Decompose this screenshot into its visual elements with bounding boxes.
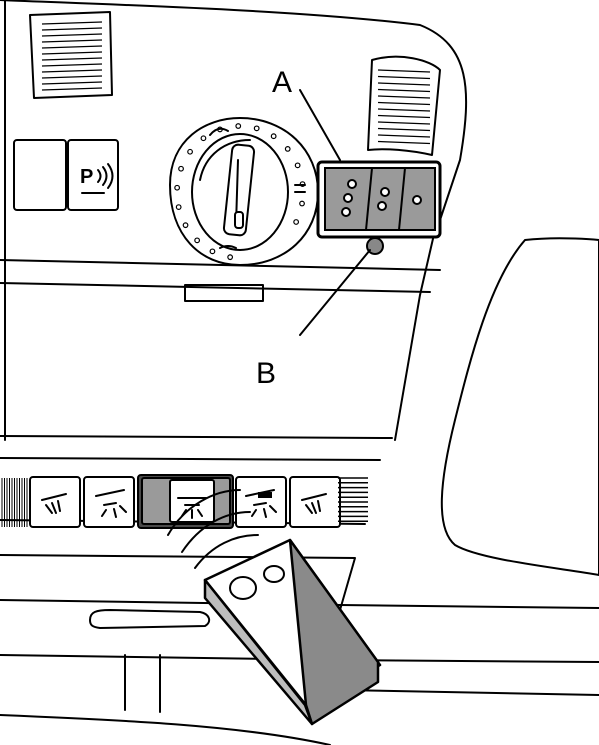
vent-slat — [41, 27, 103, 31]
left-reading-light-button[interactable] — [29, 476, 81, 528]
park-assist-icon — [97, 163, 114, 189]
rear-window — [440, 237, 599, 576]
vent-slat — [377, 121, 431, 125]
knob-position-dot — [253, 125, 260, 132]
park-assist-button[interactable]: P — [67, 139, 119, 211]
garage-button-2[interactable] — [377, 187, 390, 211]
vent-slat — [377, 75, 431, 80]
vent-slat — [41, 45, 103, 49]
signal-waves — [167, 489, 259, 569]
vent-slat — [377, 134, 431, 138]
right-reading-light-button[interactable] — [289, 476, 341, 528]
right-air-vent — [367, 55, 441, 156]
knob-position-dot — [200, 135, 207, 142]
vent-slat — [377, 69, 431, 73]
remote-button-large[interactable] — [229, 576, 257, 600]
garage-opener-panel — [316, 160, 442, 239]
reading-light-icon — [41, 493, 327, 514]
vent-slat — [41, 63, 103, 67]
vent-slat — [41, 21, 103, 25]
left-air-vent — [29, 11, 113, 99]
vent-slat — [41, 33, 103, 37]
vent-slat — [377, 95, 431, 99]
knob-position-dot — [194, 237, 201, 244]
knob-position-dot — [178, 165, 184, 172]
right-courtesy-light-button[interactable] — [235, 476, 287, 528]
knob-position-dot — [174, 184, 181, 191]
blank-switch[interactable] — [13, 139, 67, 211]
knob-position-dot — [293, 219, 300, 225]
vent-slat — [41, 57, 103, 61]
callout-line-b — [299, 249, 371, 336]
callout-label-b: B — [256, 357, 276, 390]
lower-trim-handle — [89, 609, 211, 629]
remote-button-small[interactable] — [263, 565, 285, 583]
vent-slat — [41, 39, 103, 43]
garage-button-1[interactable] — [341, 179, 357, 217]
knob-position-dot — [299, 200, 305, 207]
lower-switch-row — [1, 474, 368, 529]
knob-position-dot — [209, 248, 216, 255]
callout-label-a: A — [272, 66, 292, 99]
knob-position-dot — [235, 123, 242, 129]
callout-line-a — [299, 89, 341, 161]
vent-slat — [377, 114, 431, 119]
knob-position-dot — [284, 146, 291, 152]
vent-slat — [41, 69, 103, 73]
vent-slat — [41, 87, 103, 91]
knob-position-dot — [187, 148, 193, 155]
vent-slat — [377, 108, 431, 112]
vent-slat — [377, 101, 431, 106]
vent-slat — [41, 81, 103, 85]
park-assist-letter: P — [80, 166, 93, 188]
garage-button-3[interactable] — [412, 195, 422, 205]
vent-slat — [377, 127, 431, 132]
light-control-knob[interactable] — [169, 117, 319, 266]
vent-slat — [41, 51, 103, 55]
remote-control-icon[interactable] — [203, 538, 382, 726]
light-symbol-icon — [209, 127, 306, 249]
knob-position-dot — [227, 254, 234, 261]
left-courtesy-light-button[interactable] — [83, 476, 135, 528]
knob-position-dot — [175, 204, 182, 211]
vent-slat — [377, 140, 431, 145]
vent-slat — [377, 82, 431, 86]
vent-slat — [41, 75, 103, 79]
knob-position-dot — [270, 133, 277, 140]
knob-position-dot — [294, 162, 301, 169]
vent-slat — [377, 88, 431, 93]
knob-position-dot — [182, 222, 189, 229]
panel-slot — [184, 284, 264, 302]
